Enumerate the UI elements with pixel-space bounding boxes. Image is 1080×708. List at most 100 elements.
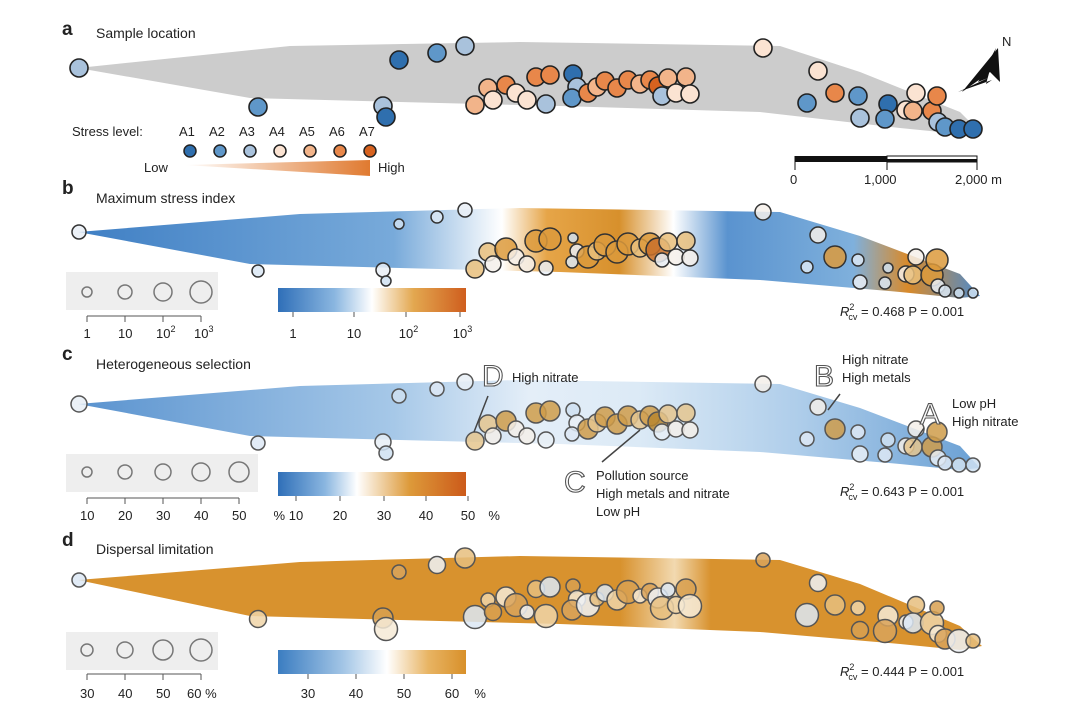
color-scale-label: 20 — [333, 508, 347, 523]
color-scale-label: % — [474, 686, 486, 701]
sample-point — [248, 609, 268, 629]
sample-point — [465, 95, 485, 115]
size-legend-circle — [80, 643, 94, 657]
size-legend-circle — [228, 461, 250, 483]
sample-point — [250, 435, 266, 451]
color-scale-bar — [278, 650, 466, 674]
sample-point — [430, 210, 444, 224]
sample-point — [903, 265, 923, 285]
sample-point — [903, 101, 923, 121]
stress-gradient-wedge — [184, 160, 370, 176]
sample-point — [380, 275, 392, 287]
stress-level-label: A2 — [209, 124, 225, 139]
annotation-arrow — [601, 429, 641, 463]
size-legend-circle — [154, 463, 172, 481]
sample-point — [69, 58, 89, 78]
map-shape — [78, 556, 982, 650]
stress-level-swatch — [363, 144, 377, 158]
sample-point — [926, 421, 948, 443]
color-scale-label: 40 — [419, 508, 433, 523]
sample-point — [681, 421, 699, 439]
sample-point — [681, 249, 699, 267]
sample-point — [680, 84, 700, 104]
sample-point — [850, 620, 870, 640]
sample-point — [373, 616, 399, 642]
sample-point — [875, 109, 895, 129]
color-scale-label: 1 — [289, 326, 296, 341]
sample-point — [517, 90, 537, 110]
sample-point — [519, 604, 535, 620]
sample-point — [823, 245, 847, 269]
size-legend-circle — [153, 282, 173, 302]
panel-title: Sample location — [96, 25, 196, 41]
sample-point — [882, 262, 894, 274]
color-scale-bar — [278, 472, 466, 496]
size-legend-label: 1 — [84, 326, 91, 341]
sample-point — [533, 603, 559, 629]
sample-point — [536, 94, 556, 114]
annotation-text: Pollution source — [596, 468, 689, 483]
map-shape — [78, 208, 980, 298]
sample-point — [71, 224, 87, 240]
color-scale-bar — [278, 288, 466, 312]
sample-point — [824, 418, 846, 440]
sample-point — [391, 564, 407, 580]
size-legend-label: 102 — [156, 324, 175, 341]
sample-point — [538, 227, 562, 251]
sample-point — [906, 83, 926, 103]
sample-point — [393, 218, 405, 230]
size-legend-box — [66, 454, 258, 492]
sample-point — [809, 226, 827, 244]
sample-point — [658, 404, 678, 424]
sample-point — [251, 264, 265, 278]
sample-point — [800, 260, 814, 274]
sample-point — [484, 255, 502, 273]
size-legend-circle — [81, 286, 93, 298]
color-scale-label: 50 — [461, 508, 475, 523]
color-scale-label: 102 — [399, 324, 418, 341]
size-legend-label: 50 — [156, 686, 170, 701]
sample-point — [967, 287, 979, 299]
sample-point — [565, 255, 579, 269]
stress-level-swatch — [333, 144, 347, 158]
sample-point — [938, 284, 952, 298]
annotation-arrow — [909, 427, 925, 449]
color-scale-label: 10 — [347, 326, 361, 341]
sample-point — [850, 424, 866, 440]
map-shape — [78, 380, 980, 470]
sample-point — [456, 373, 474, 391]
scale-label-1000: 1,000 — [864, 172, 897, 187]
size-legend-circle — [189, 638, 213, 662]
sample-point — [903, 437, 923, 457]
sample-point — [794, 602, 820, 628]
sample-point — [809, 398, 827, 416]
size-legend-circle — [152, 639, 174, 661]
stress-high-label: High — [378, 160, 405, 175]
annotation-text: Low pH — [952, 396, 996, 411]
color-scale-label: 60 — [445, 686, 459, 701]
size-legend-circle — [117, 284, 133, 300]
color-scale-label: 30 — [301, 686, 315, 701]
sample-point — [567, 232, 579, 244]
stress-level-swatch — [183, 144, 197, 158]
annotation-letter: D — [482, 360, 504, 393]
sample-point — [850, 600, 866, 616]
annotation-text: Low pH — [596, 504, 640, 519]
stress-level-swatch — [243, 144, 257, 158]
sample-point — [465, 431, 485, 451]
sample-point — [852, 274, 868, 290]
color-scale-label: 30 — [377, 508, 391, 523]
sample-point — [851, 445, 869, 463]
size-legend-label: 60 % — [187, 686, 217, 701]
size-legend-label: 30 — [80, 686, 94, 701]
annotation-arrow — [473, 395, 489, 433]
sample-point — [539, 576, 561, 598]
stress-legend-title: Stress level: — [72, 124, 143, 139]
